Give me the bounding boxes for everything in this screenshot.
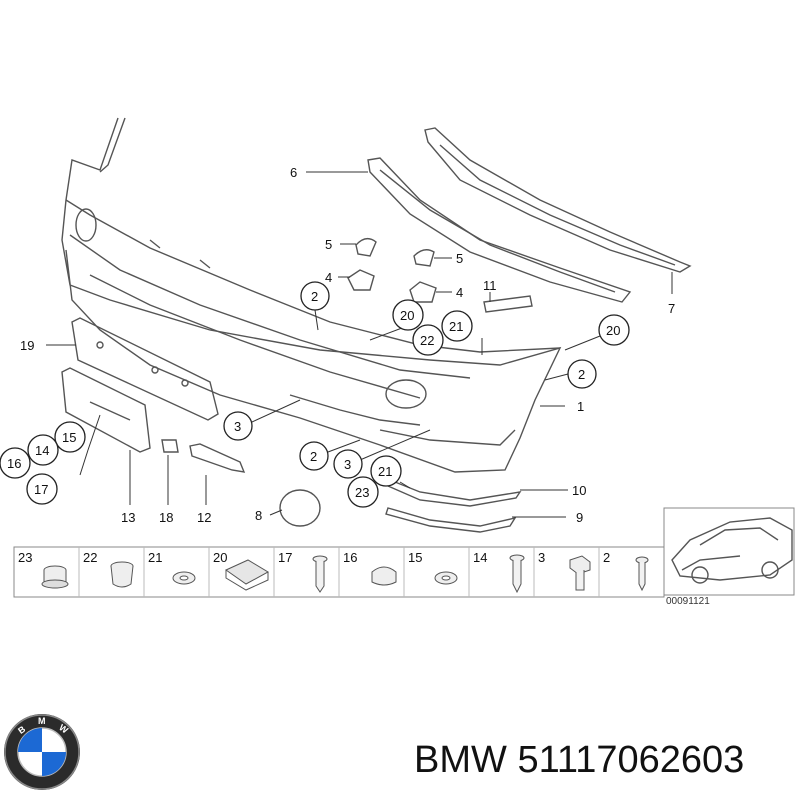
diagram-id: 00091121 — [666, 596, 710, 607]
grille-strip-7 — [424, 127, 692, 273]
svg-text:B: B — [16, 724, 27, 736]
hardware-strip: 23 22 21 20 17 16 15 14 3 2 — [13, 546, 665, 598]
fog-light-ring-8 — [279, 489, 321, 527]
grommet-22-icon — [110, 561, 134, 588]
vehicle-locator: 00091121 — [663, 507, 795, 607]
grille-strip-6 — [367, 157, 632, 303]
plate-holder-19 — [71, 317, 219, 421]
callout-11: 11 — [483, 278, 497, 293]
callout-4a: 4 — [325, 270, 332, 285]
bolt-3-icon — [569, 555, 591, 591]
callout-23: 23 — [355, 485, 369, 500]
callout-1: 1 — [577, 399, 584, 414]
callout-3a: 3 — [234, 419, 241, 434]
strip-label-16: 16 — [343, 550, 357, 565]
screw-2-icon — [635, 556, 649, 592]
trim-strip-10 — [387, 479, 522, 507]
washer-21-icon — [172, 571, 196, 585]
callout-16: 16 — [7, 456, 21, 471]
callout-21a: 21 — [449, 319, 463, 334]
screw-14-icon — [509, 554, 525, 594]
leader-lines — [46, 171, 673, 518]
callout-10: 10 — [572, 483, 586, 498]
strip-label-23: 23 — [18, 550, 32, 565]
strip-label-2: 2 — [603, 550, 610, 565]
svg-text:M: M — [38, 716, 46, 726]
callout-13: 13 — [121, 510, 135, 525]
callout-2a: 2 — [311, 289, 318, 304]
callout-22: 22 — [420, 333, 434, 348]
plug-16-icon — [371, 566, 397, 586]
brand-name: BMW — [414, 739, 507, 781]
callout-18: 18 — [159, 510, 173, 525]
callout-14: 14 — [35, 443, 49, 458]
part-number: 51117062603 — [517, 739, 745, 781]
strip-label-22: 22 — [83, 550, 97, 565]
callout-2b: 2 — [578, 367, 585, 382]
trim-strip-9 — [385, 507, 517, 533]
screw-17-icon — [312, 555, 328, 593]
callout-5a: 5 — [325, 237, 332, 252]
callout-19: 19 — [20, 338, 34, 353]
strip-label-3: 3 — [538, 550, 545, 565]
strip-label-15: 15 — [408, 550, 422, 565]
strip-label-17: 17 — [278, 550, 292, 565]
trim-strip-11 — [483, 295, 533, 313]
gasket-4b — [409, 281, 437, 303]
callout-20b: 20 — [606, 323, 620, 338]
callout-4b: 4 — [456, 285, 463, 300]
callout-21b: 21 — [378, 464, 392, 479]
callout-8: 8 — [255, 508, 262, 523]
callout-17: 17 — [34, 482, 48, 497]
callout-2c: 2 — [310, 449, 317, 464]
trim-strip-12 — [189, 443, 246, 473]
callout-6: 6 — [290, 165, 297, 180]
callout-12: 12 — [197, 510, 211, 525]
strip-label-21: 21 — [148, 550, 162, 565]
callout-7: 7 — [668, 301, 675, 316]
part-number-caption: BMW 51117062603 — [414, 739, 744, 782]
clip-18 — [161, 439, 179, 453]
callout-5b: 5 — [456, 251, 463, 266]
plate-holder-13 — [61, 367, 151, 453]
washer-nozzle-cap-5b — [413, 249, 435, 267]
washer-nozzle-cap-5a — [355, 237, 377, 257]
washer-15-icon — [434, 571, 458, 585]
bumper-drawing — [61, 117, 562, 473]
callout-20a: 20 — [400, 308, 414, 323]
clip-nut-20-icon — [224, 559, 270, 591]
grommet-23-icon — [41, 565, 69, 589]
strip-label-20: 20 — [213, 550, 227, 565]
callouts: 6 5 5 4 4 11 7 1 19 13 18 12 8 10 9 2 20… — [0, 165, 675, 525]
callout-3b: 3 — [344, 457, 351, 472]
bmw-logo: B M W — [4, 714, 80, 790]
gasket-4a — [347, 269, 375, 291]
callout-9: 9 — [576, 510, 583, 525]
strip-label-14: 14 — [473, 550, 487, 565]
callout-15: 15 — [62, 430, 76, 445]
